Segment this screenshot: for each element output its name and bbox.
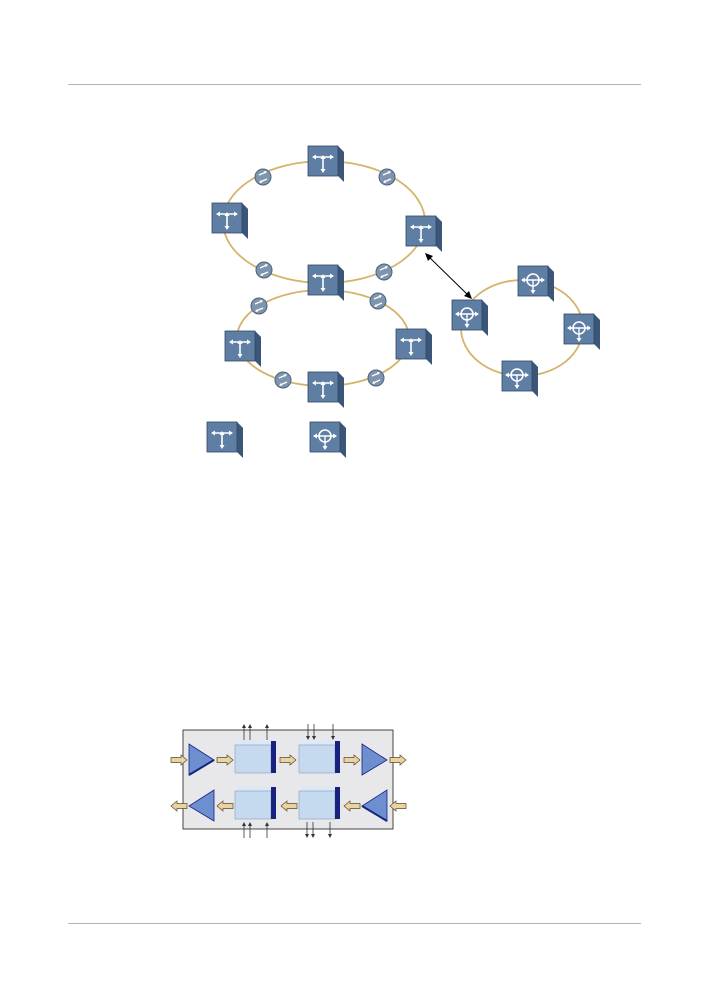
network-ring-diagram [206,145,601,459]
equipment-frame [182,729,394,830]
link-arrow-head [425,253,433,261]
footer-rule [68,923,641,924]
amplifier-triangle-icon [188,789,215,822]
amplifier-triangle-icon [361,743,388,776]
link-arrow-head [464,291,472,299]
mux-module [234,786,277,820]
mux-module [298,786,341,820]
inter-ring-link [427,255,470,297]
mux-module [298,740,341,774]
mux-module [234,740,277,774]
header-rule [68,84,641,85]
